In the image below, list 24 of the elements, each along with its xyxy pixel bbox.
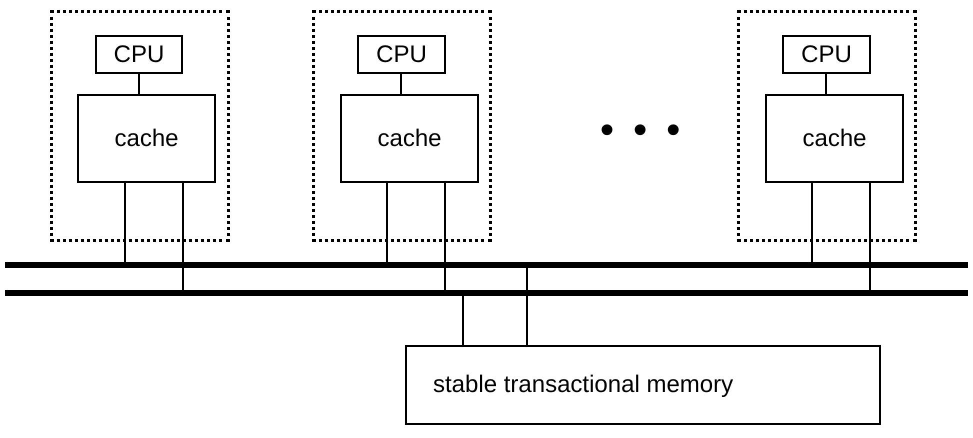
unit-box: cache (77, 94, 216, 183)
unit-box: CPU (95, 35, 183, 74)
memory-box: stable transactional memory (405, 345, 881, 425)
connector-line (444, 183, 446, 290)
connector-line (869, 183, 871, 290)
unit-box: cache (765, 94, 904, 183)
unit-box: cache (340, 94, 479, 183)
bus-bar (5, 262, 968, 268)
connector-line (526, 268, 528, 345)
connector-line (138, 74, 140, 94)
unit-box: CPU (782, 35, 871, 74)
connector-line (400, 74, 402, 94)
connector-line (825, 74, 827, 94)
connector-line (386, 183, 388, 262)
connector-line (462, 296, 464, 345)
connector-line (124, 183, 126, 262)
unit-box: CPU (357, 35, 446, 74)
processor-group (312, 10, 492, 242)
connector-line (811, 183, 813, 262)
connector-line (182, 183, 184, 290)
ellipsis: • • • (600, 108, 684, 153)
bus-bar (5, 290, 968, 296)
processor-group (50, 10, 230, 242)
processor-group (737, 10, 917, 242)
